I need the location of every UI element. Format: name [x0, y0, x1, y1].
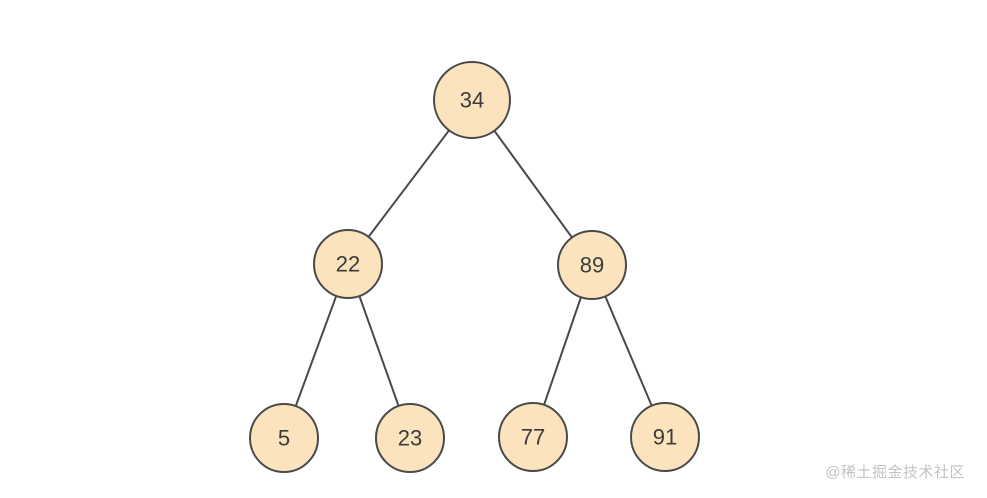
- tree-node-89: 89: [557, 230, 627, 300]
- tree-node-value-5: 5: [278, 426, 290, 451]
- tree-node-circle-5: [249, 403, 319, 473]
- watermark-text: @稀土掘金技术社区: [825, 464, 965, 481]
- tree-node-circle-34: [433, 61, 511, 139]
- tree-node-circle-23: [375, 403, 445, 473]
- tree-node-circle-89: [557, 230, 627, 300]
- tree-node-value-89: 89: [580, 253, 604, 278]
- tree-node-23: 23: [375, 403, 445, 473]
- tree-node-77: 77: [498, 402, 568, 472]
- tree-node-34: 34: [433, 61, 511, 139]
- tree-node-value-34: 34: [460, 88, 484, 113]
- tree-node-value-22: 22: [336, 252, 360, 277]
- tree-node-circle-22: [313, 229, 383, 299]
- tree-node-value-23: 23: [398, 426, 422, 451]
- tree-node-circle-91: [630, 402, 700, 472]
- tree-node-5: 5: [249, 403, 319, 473]
- tree-node-91: 91: [630, 402, 700, 472]
- tree-node-value-91: 91: [653, 425, 677, 450]
- tree-node-22: 22: [313, 229, 383, 299]
- tree-node-value-77: 77: [521, 425, 545, 450]
- tree-node-circle-77: [498, 402, 568, 472]
